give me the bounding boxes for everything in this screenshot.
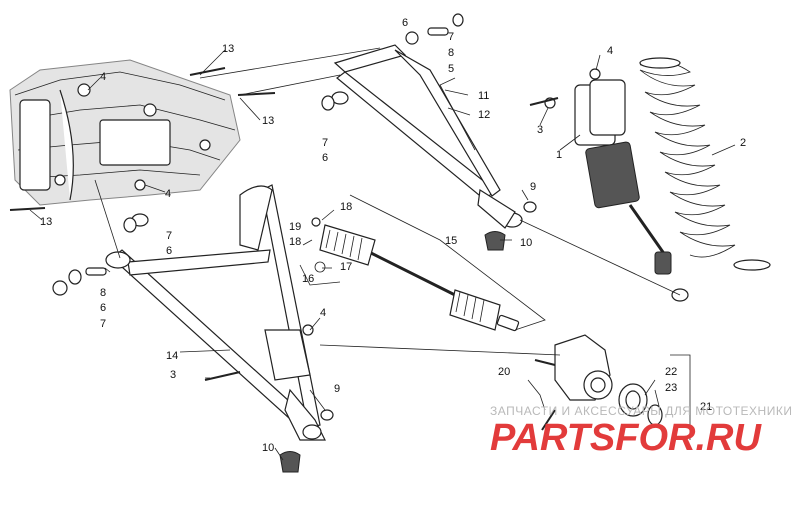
callout-6: 6 (166, 245, 172, 257)
callout-22: 22 (665, 366, 677, 378)
callout-16: 16 (302, 273, 314, 285)
callout-11: 11 (478, 90, 489, 102)
callout-17: 17 (340, 261, 352, 273)
callout-2: 2 (740, 137, 746, 149)
callout-13: 13 (262, 115, 274, 127)
callout-6: 6 (100, 302, 106, 314)
callout-15: 15 (445, 235, 457, 247)
callout-9: 9 (334, 383, 340, 395)
upper-a-arm (321, 13, 523, 229)
watermark-subtitle: ЗАПЧАСТИ И АКСЕССУАРЫ ДЛЯ МОТОТЕХНИКИ (490, 404, 792, 418)
callout-7: 7 (322, 137, 328, 149)
callout-8: 8 (448, 47, 454, 59)
callout-4: 4 (100, 71, 106, 83)
ball-joints (279, 201, 537, 473)
cv-drive-shaft (311, 217, 520, 332)
callout-6: 6 (322, 152, 328, 164)
callout-5: 5 (448, 63, 454, 75)
leader-lines (29, 47, 736, 461)
callout-9: 9 (530, 181, 536, 193)
callout-1: 1 (556, 149, 562, 161)
steering-knuckle (534, 334, 663, 431)
callout-12: 12 (478, 109, 490, 121)
callout-23: 23 (665, 382, 677, 394)
callout-7: 7 (166, 230, 172, 242)
callout-21: 21 (700, 401, 712, 413)
callout-20: 20 (498, 366, 510, 378)
callout-3: 3 (537, 124, 543, 136)
callout-18: 18 (289, 236, 301, 248)
callout-13: 13 (40, 216, 52, 228)
callout-7: 7 (448, 31, 454, 43)
coil-spring (639, 57, 771, 271)
callout-4: 4 (607, 45, 613, 57)
callout-7: 7 (100, 318, 106, 330)
watermark-brand: PARTSFOR.RU (490, 417, 762, 459)
callout-4: 4 (320, 307, 326, 319)
watermark: ЗАПЧАСТИ И АКСЕССУАРЫ ДЛЯ МОТОТЕХНИКИ PA… (490, 404, 792, 459)
callout-labels: 13 13 13 4 4 4 4 6 6 6 6 7 7 7 7 8 8 5 1… (40, 17, 746, 454)
frame-chassis (9, 59, 241, 206)
callout-18: 18 (340, 201, 352, 213)
callout-8: 8 (100, 287, 106, 299)
shock-absorber (544, 68, 689, 302)
callout-6: 6 (402, 17, 408, 29)
callout-4: 4 (165, 188, 171, 200)
callout-3: 3 (170, 369, 176, 381)
callout-19: 19 (289, 221, 301, 233)
callout-14: 14 (166, 350, 178, 362)
callout-10: 10 (520, 237, 532, 249)
lower-a-arm (52, 184, 326, 441)
callout-10: 10 (262, 442, 274, 454)
bolts (9, 67, 559, 381)
callout-13: 13 (222, 43, 234, 55)
